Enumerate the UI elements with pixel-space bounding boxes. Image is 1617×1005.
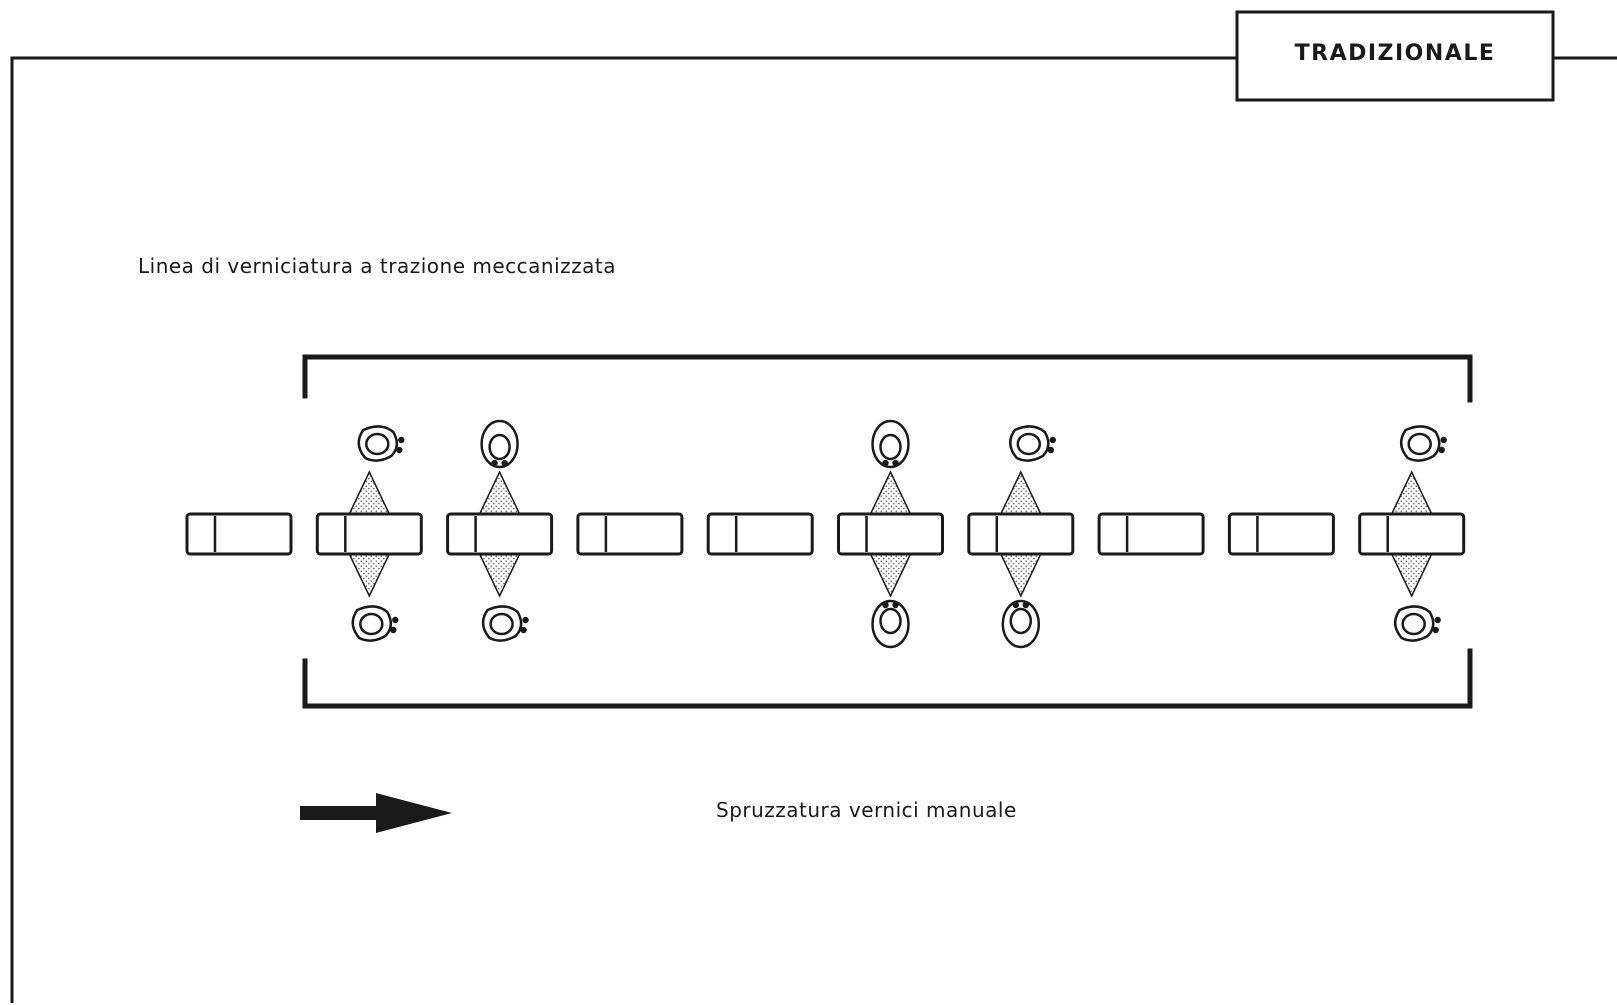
spray-worker — [481, 605, 529, 642]
category-tag-label: TRADIZIONALE — [1295, 41, 1496, 66]
spray-worker — [1393, 605, 1441, 642]
conveyor-piece — [315, 512, 423, 556]
spray-cones — [348, 470, 1433, 598]
conveyor-piece — [706, 512, 814, 556]
booth-top-wall — [302, 354, 1473, 403]
spray-worker — [1009, 425, 1057, 462]
spray-cone — [869, 553, 912, 598]
spray-worker — [480, 419, 519, 469]
spray-worker — [357, 425, 405, 462]
spray-worker — [871, 419, 910, 469]
spray-cone — [999, 470, 1042, 515]
conveyor-piece — [185, 512, 293, 556]
spray-workers — [351, 419, 1447, 649]
conveyor-piece — [446, 512, 554, 556]
spray-worker — [351, 605, 399, 642]
category-tag: TRADIZIONALE — [1235, 10, 1555, 102]
line-title: Linea di verniciatura a trazione meccani… — [138, 254, 616, 278]
flow-caption: Spruzzatura vernici manuale — [716, 798, 1017, 822]
conveyor-piece — [1227, 512, 1335, 556]
spray-cone — [478, 553, 521, 598]
spray-worker — [1399, 425, 1447, 462]
spray-cone — [1390, 470, 1433, 515]
outer-frame — [10, 56, 1617, 1003]
spray-worker — [871, 599, 910, 649]
spray-cone — [478, 470, 521, 515]
conveyor-piece — [967, 512, 1075, 556]
flow-direction-arrow — [300, 793, 452, 833]
spray-cone — [869, 470, 912, 515]
spray-cone — [1390, 553, 1433, 598]
spray-cone — [348, 470, 391, 515]
spray-booth — [302, 354, 1473, 709]
spray-cone — [348, 553, 391, 598]
spray-cone — [999, 553, 1042, 598]
conveyor-piece — [1097, 512, 1205, 556]
booth-bottom-wall — [302, 648, 1473, 709]
conveyor-piece — [576, 512, 684, 556]
conveyor-piece — [1358, 512, 1466, 556]
spray-worker — [1001, 599, 1041, 649]
conveyor-pieces — [185, 512, 1466, 556]
conveyor-piece — [837, 512, 944, 556]
